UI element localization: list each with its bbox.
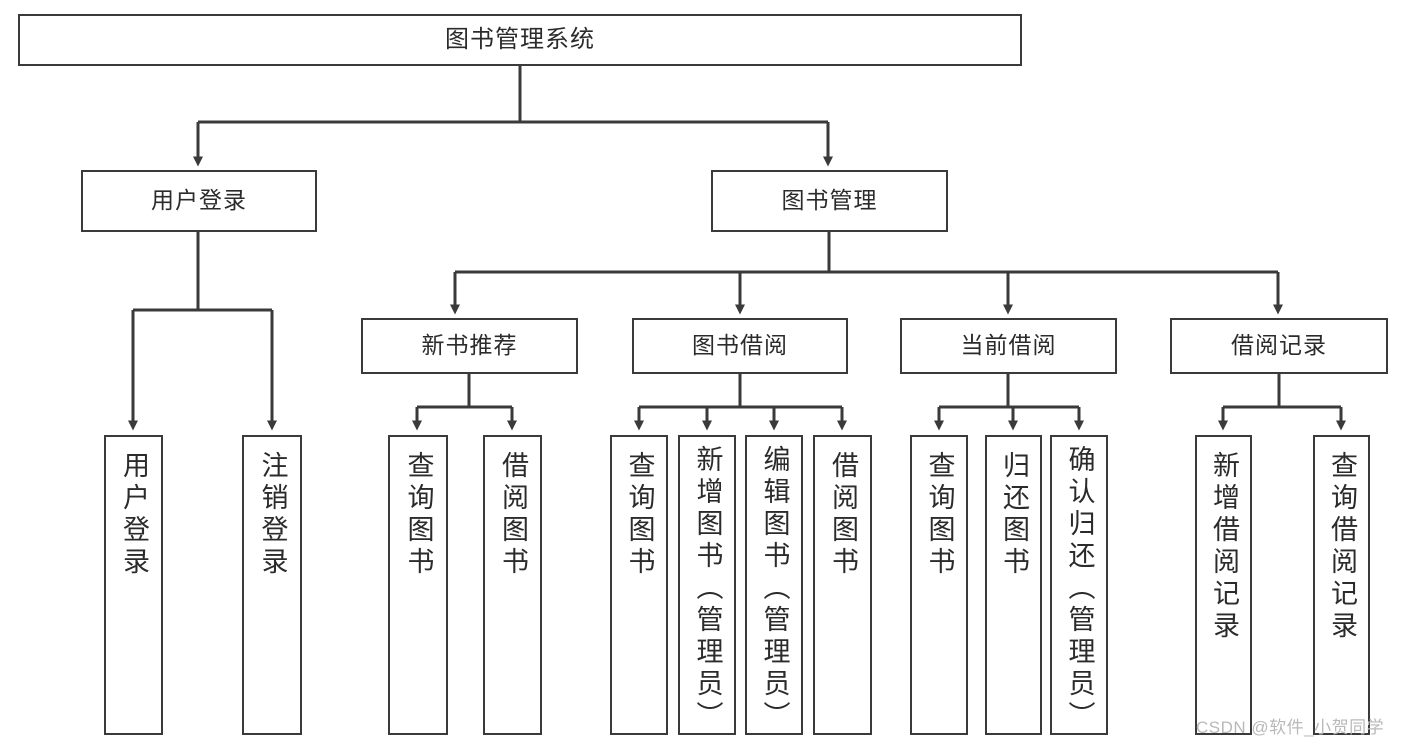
node-borrow-record[interactable]: 借阅记录	[1170, 318, 1388, 374]
node-label: 用户登录	[151, 187, 247, 214]
leaf-confirm-return-admin[interactable]: 确认归还（管理员）	[1050, 435, 1108, 735]
node-label: 查询借阅记录	[1327, 451, 1357, 643]
leaf-borrow-book-recommend[interactable]: 借阅图书	[483, 435, 542, 735]
node-label: 新增图书（管理员）	[692, 445, 723, 733]
leaf-add-book-admin[interactable]: 新增图书（管理员）	[678, 435, 736, 735]
leaf-query-borrow-record[interactable]: 查询借阅记录	[1313, 435, 1370, 735]
node-label: 查询图书	[924, 451, 955, 579]
node-label: 当前借阅	[960, 332, 1057, 359]
node-label: 查询图书	[403, 451, 434, 579]
leaf-add-borrow-record[interactable]: 新增借阅记录	[1195, 435, 1252, 735]
node-label: 图书管理	[781, 187, 878, 214]
node-label: 查询图书	[624, 451, 655, 579]
leaf-user-login[interactable]: 用户登录	[104, 435, 163, 735]
node-book-management[interactable]: 图书管理	[711, 170, 948, 232]
node-label: 注销登录	[257, 451, 288, 579]
node-label: 用户登录	[119, 451, 149, 579]
node-label: 借阅图书	[498, 451, 528, 579]
node-root[interactable]: 图书管理系统	[18, 14, 1022, 66]
leaf-logout[interactable]: 注销登录	[242, 435, 302, 735]
leaf-borrow-book[interactable]: 借阅图书	[813, 435, 872, 735]
node-label: 借阅记录	[1231, 332, 1327, 359]
node-label: 图书管理系统	[445, 25, 595, 53]
node-label: 图书借阅	[692, 332, 788, 359]
leaf-edit-book-admin[interactable]: 编辑图书（管理员）	[745, 435, 803, 735]
leaf-query-book-recommend[interactable]: 查询图书	[388, 435, 448, 735]
node-new-book-recommend[interactable]: 新书推荐	[361, 318, 578, 374]
watermark-text: CSDN @软件_小贺同学	[1196, 718, 1385, 737]
node-label: 归还图书	[999, 451, 1029, 579]
node-label: 编辑图书（管理员）	[759, 445, 790, 733]
leaf-query-book-current[interactable]: 查询图书	[910, 435, 968, 735]
leaf-return-book[interactable]: 归还图书	[985, 435, 1042, 735]
node-current-borrow[interactable]: 当前借阅	[900, 318, 1117, 374]
node-label: 确认归还（管理员）	[1064, 445, 1095, 733]
node-book-borrow[interactable]: 图书借阅	[632, 318, 848, 374]
node-user-login[interactable]: 用户登录	[81, 170, 317, 232]
leaf-query-book-borrow[interactable]: 查询图书	[610, 435, 668, 735]
node-label: 借阅图书	[828, 451, 858, 579]
node-label: 新书推荐	[421, 332, 518, 359]
node-label: 新增借阅记录	[1209, 451, 1239, 643]
